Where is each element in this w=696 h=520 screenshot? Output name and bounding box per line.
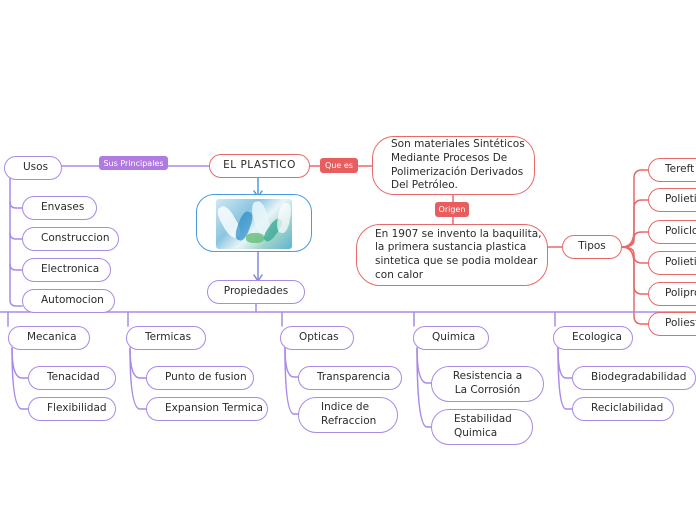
ecologica-item-biodegradabilidad[interactable]: Biodegradabilidad (572, 366, 696, 390)
quimica-item-estabilidad[interactable]: Estabilidad Quimica (431, 409, 533, 445)
tipos-item-2[interactable]: Polietil (648, 188, 696, 212)
tag-origen: Origen (435, 202, 469, 217)
quimica-item-resistencia[interactable]: Resistencia a La Corrosión (431, 366, 544, 402)
origin-text: En 1907 se invento la baquilita, la prim… (375, 227, 542, 281)
tipos-label: Tipos (578, 240, 606, 253)
tag-que-es: Que es (320, 158, 358, 173)
definition-node[interactable]: Son materiales Sintéticos Mediante Proce… (372, 136, 535, 195)
tipos-item-6[interactable]: Poliest (648, 312, 696, 336)
plastic-bottles-image (216, 199, 292, 249)
usos-item-construccion[interactable]: Construccion (22, 227, 119, 251)
root-label: EL PLASTICO (223, 159, 296, 172)
group-termicas[interactable]: Termicas (126, 326, 206, 350)
tipos-item-1[interactable]: Tereft (648, 158, 696, 182)
group-ecologica[interactable]: Ecologica (553, 326, 633, 350)
tipos-item-4[interactable]: Polietil (648, 251, 696, 275)
group-quimica[interactable]: Quimica (413, 326, 489, 350)
tag-sus-principales: Sus Principales (99, 156, 168, 170)
group-opticas[interactable]: Opticas (280, 326, 354, 350)
mecanica-item-tenacidad[interactable]: Tenacidad (28, 366, 116, 390)
propiedades-label: Propiedades (223, 285, 289, 298)
ecologica-item-reciclabilidad[interactable]: Reciclabilidad (572, 397, 674, 421)
usos-item-envases[interactable]: Envases (22, 196, 97, 220)
usos-label: Usos (23, 161, 49, 174)
tipos-item-5[interactable]: Polipro (648, 282, 696, 306)
termicas-item-punto-fusion[interactable]: Punto de fusion (146, 366, 254, 390)
opticas-item-indice-refraccion[interactable]: Indice de Refraccion (298, 397, 398, 433)
group-mecanica[interactable]: Mecanica (8, 326, 90, 350)
tipos-item-3[interactable]: Policlo (648, 220, 696, 244)
propiedades-node[interactable]: Propiedades (207, 280, 305, 304)
usos-node[interactable]: Usos (4, 156, 62, 180)
root-node[interactable]: EL PLASTICO (209, 154, 310, 178)
definition-text: Son materiales Sintéticos Mediante Proce… (391, 138, 525, 192)
opticas-item-transparencia[interactable]: Transparencia (298, 366, 402, 390)
origin-node[interactable]: En 1907 se invento la baquilita, la prim… (356, 224, 548, 286)
tipos-node[interactable]: Tipos (562, 235, 622, 259)
mecanica-item-flexibilidad[interactable]: Flexibilidad (28, 397, 116, 421)
usos-item-electronica[interactable]: Electronica (22, 258, 111, 282)
termicas-item-expansion[interactable]: Expansion Termica (146, 397, 268, 421)
usos-item-automocion[interactable]: Automocion (22, 289, 115, 313)
